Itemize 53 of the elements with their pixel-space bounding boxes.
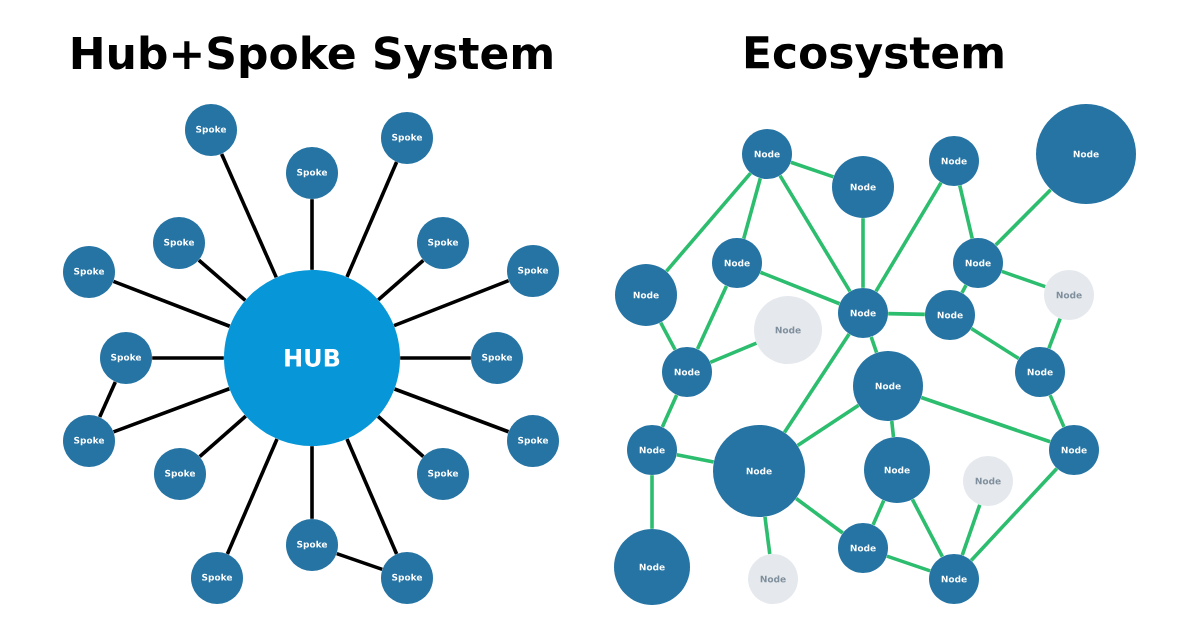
- connector-line: [869, 336, 879, 354]
- connector-line: [664, 171, 752, 273]
- connector-line: [741, 177, 763, 240]
- heading: Ecosystem: [745, 36, 1003, 78]
- connector-line: [960, 284, 968, 294]
- connector-line: [796, 403, 860, 448]
- connector-line: [393, 278, 510, 328]
- connector-line: [377, 258, 425, 302]
- connector-line: [152, 356, 224, 360]
- connector-line: [920, 395, 1051, 444]
- connector-line: [98, 381, 117, 418]
- connector-line: [219, 153, 278, 279]
- connector-line: [659, 321, 677, 351]
- connector-line: [660, 394, 679, 428]
- connector-line: [795, 497, 844, 535]
- connector-line: [310, 446, 314, 519]
- connector-line: [393, 387, 510, 434]
- connector-line: [310, 199, 314, 270]
- connector-line: [888, 311, 925, 317]
- connector-line: [871, 499, 886, 526]
- connector-line: [112, 387, 230, 434]
- connector-line: [970, 326, 1020, 361]
- heading: Hub+Spoke System: [72, 35, 552, 79]
- connector-line: [759, 270, 841, 306]
- connector-line: [969, 467, 1059, 562]
- connector-line: [889, 420, 896, 438]
- connector-line: [1047, 317, 1062, 350]
- connector-line: [958, 185, 974, 239]
- connector-line: [910, 498, 944, 558]
- connector-line: [345, 438, 399, 555]
- connector-line: [874, 181, 943, 293]
- connector-line: [1001, 269, 1046, 289]
- connector-line: [676, 453, 714, 464]
- connector-line: [994, 188, 1052, 247]
- connector-line: [790, 160, 835, 179]
- connector-line: [197, 258, 247, 302]
- connector-line: [345, 161, 399, 278]
- connector-line: [763, 516, 772, 555]
- connector-line: [376, 415, 425, 458]
- connector-line: [225, 438, 279, 555]
- connector-line: [960, 504, 982, 556]
- connector-line: [336, 551, 383, 572]
- connector-line: [782, 333, 851, 434]
- connector-line: [778, 174, 852, 293]
- connector-line: [400, 356, 471, 360]
- connector-line: [709, 341, 758, 364]
- connector-line: [861, 218, 865, 288]
- connector-line: [886, 554, 931, 573]
- connector-line: [1048, 394, 1066, 428]
- connector-line: [112, 279, 231, 328]
- connector-line: [650, 475, 654, 529]
- connector-line: [695, 285, 729, 350]
- connector-line: [198, 414, 247, 459]
